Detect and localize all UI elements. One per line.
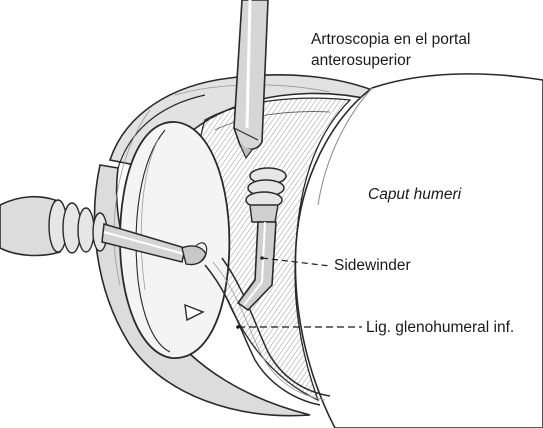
glenoid bbox=[119, 121, 231, 359]
ligament-label: Lig. glenohumeral inf. bbox=[366, 319, 515, 336]
suture-passer bbox=[0, 195, 208, 266]
cannula bbox=[245, 167, 287, 223]
sidewinder-label: Sidewinder bbox=[334, 257, 411, 274]
caput-humeri-label: Caput humeri bbox=[368, 186, 462, 203]
portal-label-line2: anterosuperior bbox=[311, 52, 411, 69]
sidewinder-instrument bbox=[236, 221, 277, 312]
arthroscope bbox=[233, 0, 269, 160]
inferior-glenohumeral-ligament bbox=[204, 257, 331, 406]
portal-label-line1: Artroscopia en el portal bbox=[311, 31, 471, 48]
sidewinder-leader-line bbox=[261, 257, 331, 267]
leader-lines bbox=[236, 257, 362, 329]
humeral-head bbox=[294, 73, 543, 428]
